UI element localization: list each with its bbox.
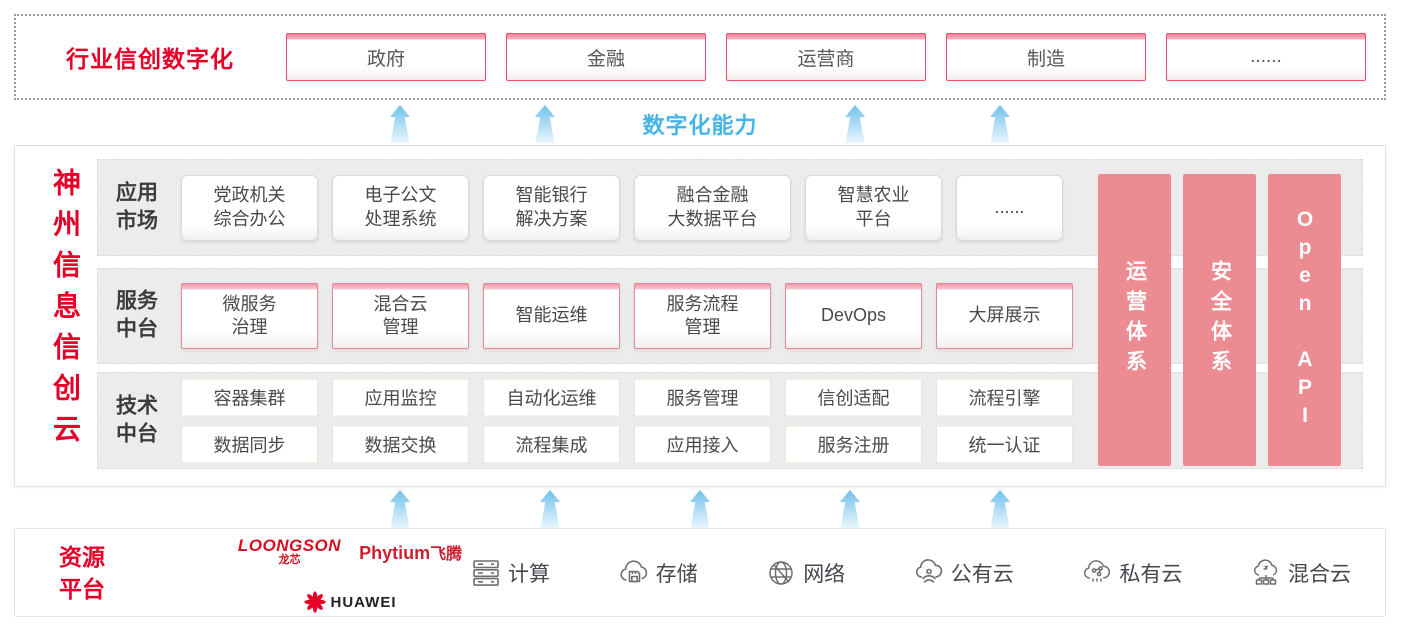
side-bar-security-system: 安全体系 bbox=[1183, 174, 1256, 466]
loongson-chinese-name: 龙芯 bbox=[278, 554, 301, 566]
svc-box-intelligent-ops: 智能运维 bbox=[483, 283, 620, 349]
row-tech-platform: 技术 中台 容器集群 数据同步 应用监控 数据交换 自动化运维 流程集成 服务管… bbox=[97, 372, 1363, 469]
resource-item-hybrid-cloud: 混合云 bbox=[1250, 557, 1351, 589]
up-arrow-icon bbox=[389, 490, 411, 528]
application-market-items: 党政机关 综合办公 电子公文 处理系统 智能银行 解决方案 融合金融 大数据平台… bbox=[181, 174, 1063, 241]
resource-item-label: 私有云 bbox=[1119, 562, 1183, 586]
app-box-party-gov-office: 党政机关 综合办公 bbox=[181, 174, 318, 241]
huawei-wordmark: HUAWEI bbox=[330, 593, 397, 611]
resource-item-storage: 存储 bbox=[618, 557, 698, 589]
public-cloud-icon bbox=[915, 558, 943, 583]
service-platform-items: 微服务 治理 混合云 管理 智能运维 服务流程 管理 DevOps 大屏展示 bbox=[181, 283, 1073, 349]
resource-item-label: 计算 bbox=[508, 562, 550, 586]
app-box-edoc-system: 电子公文 处理系统 bbox=[332, 174, 469, 241]
network-icon bbox=[769, 560, 793, 585]
tech-box-service-mgmt: 服务管理 bbox=[634, 378, 771, 416]
side-bar-open-api: Open API bbox=[1268, 174, 1341, 466]
side-bar-operation-system: 运营体系 bbox=[1098, 174, 1171, 466]
app-box-finance-bigdata: 融合金融 大数据平台 bbox=[634, 174, 791, 241]
industry-box-more: ...... bbox=[1166, 33, 1366, 81]
svc-box-devops: DevOps bbox=[785, 283, 922, 349]
resource-item-compute: 计算 bbox=[470, 557, 550, 589]
up-arrow-icon bbox=[839, 490, 861, 528]
resource-item-private-cloud: 私有云 bbox=[1081, 557, 1182, 589]
tech-box-container-cluster: 容器集群 bbox=[181, 378, 318, 416]
industry-box-manufacturing: 制造 bbox=[946, 33, 1146, 81]
up-arrow-icon bbox=[989, 105, 1011, 143]
tech-box-automated-ops: 自动化运维 bbox=[483, 378, 620, 416]
up-arrow-icon bbox=[689, 490, 711, 528]
industry-box-government: 政府 bbox=[286, 33, 486, 81]
resource-platform-section: 资源 平台 LOONGSON 龙芯 Phytium 飞腾 bbox=[14, 528, 1386, 617]
vendor-logos: LOONGSON 龙芯 Phytium 飞腾 bbox=[205, 537, 495, 613]
app-box-smart-bank: 智能银行 解决方案 bbox=[483, 174, 620, 241]
app-box-smart-agriculture: 智慧农业 平台 bbox=[805, 174, 942, 241]
cloud-platform-section: 神州信息信创云 应用 市场 党政机关 综合办公 电子公文 处理系统 智能银行 解… bbox=[14, 145, 1386, 487]
tech-box-process-engine: 流程引擎 bbox=[936, 378, 1073, 416]
tech-platform-items: 容器集群 数据同步 应用监控 数据交换 自动化运维 流程集成 服务管理 应用接入… bbox=[181, 378, 1073, 463]
phytium-logo: Phytium 飞腾 bbox=[359, 540, 462, 564]
tech-box-unified-auth: 统一认证 bbox=[936, 425, 1073, 463]
svc-box-microservice-governance: 微服务 治理 bbox=[181, 283, 318, 349]
resource-item-label: 存储 bbox=[655, 562, 698, 586]
industry-section-title: 行业信创数字化 bbox=[66, 46, 234, 72]
tech-box-service-registry: 服务注册 bbox=[785, 425, 922, 463]
loongson-wordmark: LOONGSON bbox=[237, 536, 342, 555]
industry-section: 行业信创数字化 政府 金融 运营商 制造 ...... bbox=[14, 14, 1386, 100]
row-application-market: 应用 市场 党政机关 综合办公 电子公文 处理系统 智能银行 解决方案 融合金融… bbox=[97, 159, 1363, 256]
loongson-logo: LOONGSON 龙芯 bbox=[238, 537, 341, 566]
up-arrow-icon bbox=[539, 490, 561, 528]
compute-icon bbox=[473, 559, 499, 586]
resource-items: 计算 存储 bbox=[470, 529, 1351, 616]
resource-item-label: 网络 bbox=[803, 562, 846, 586]
phytium-wordmark: Phytium bbox=[359, 542, 431, 563]
row-label-tech-platform: 技术 中台 bbox=[116, 394, 158, 446]
tech-box-app-access: 应用接入 bbox=[634, 425, 771, 463]
tech-box-data-sync: 数据同步 bbox=[181, 425, 318, 463]
resource-platform-label: 资源 平台 bbox=[59, 543, 105, 602]
row-label-application-market: 应用 市场 bbox=[116, 181, 158, 233]
resource-item-network: 网络 bbox=[765, 557, 845, 589]
platform-vertical-title: 神州信息信创云 bbox=[50, 168, 81, 455]
capability-label: 数字化能力 bbox=[642, 113, 758, 138]
tech-box-process-integration: 流程集成 bbox=[483, 425, 620, 463]
tech-box-data-exchange: 数据交换 bbox=[332, 425, 469, 463]
storage-icon bbox=[620, 559, 647, 582]
svc-box-hybrid-cloud-mgmt: 混合云 管理 bbox=[332, 283, 469, 349]
huawei-flower-icon bbox=[303, 591, 326, 613]
industry-box-operator: 运营商 bbox=[726, 33, 926, 81]
up-arrow-icon bbox=[989, 490, 1011, 528]
tech-box-xinchuang-adaptation: 信创适配 bbox=[785, 378, 922, 416]
industry-box-finance: 金融 bbox=[506, 33, 706, 81]
phytium-chinese-name: 飞腾 bbox=[430, 545, 463, 563]
svc-box-dashboard-display: 大屏展示 bbox=[936, 283, 1073, 349]
svc-box-service-process-mgmt: 服务流程 管理 bbox=[634, 283, 771, 349]
resource-item-public-cloud: 公有云 bbox=[913, 557, 1014, 589]
resource-item-label: 公有云 bbox=[950, 562, 1014, 586]
app-box-more: ...... bbox=[956, 174, 1063, 241]
hybrid-cloud-icon bbox=[1253, 558, 1278, 585]
private-cloud-icon bbox=[1084, 559, 1111, 584]
row-label-service-platform: 服务 中台 bbox=[116, 289, 158, 341]
tech-box-app-monitoring: 应用监控 bbox=[332, 378, 469, 416]
row-service-platform: 服务 中台 微服务 治理 混合云 管理 智能运维 服务流程 管理 DevOps … bbox=[97, 268, 1363, 364]
up-arrow-icon bbox=[844, 105, 866, 143]
up-arrow-icon bbox=[389, 105, 411, 143]
huawei-logo: HUAWEI bbox=[205, 591, 495, 613]
industry-box-row: 政府 金融 运营商 制造 ...... bbox=[286, 16, 1366, 98]
resource-item-label: 混合云 bbox=[1287, 562, 1351, 586]
up-arrow-icon bbox=[534, 105, 556, 143]
